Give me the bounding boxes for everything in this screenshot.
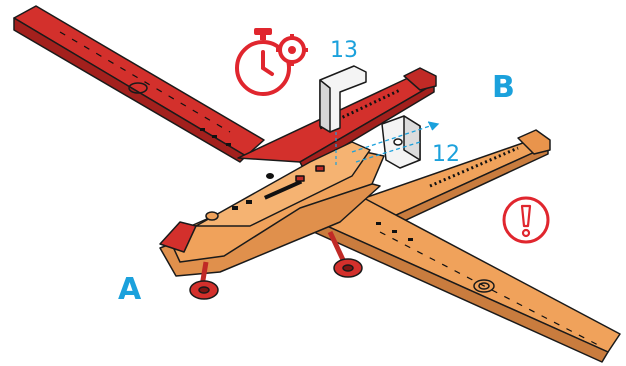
- step-number-13: 13: [330, 38, 358, 63]
- fuselage: [160, 142, 384, 276]
- label-b: B: [492, 70, 515, 105]
- label-a: A: [118, 272, 141, 307]
- stopwatch-gear-icon: [237, 28, 308, 94]
- step-number-12: 12: [432, 142, 460, 167]
- part-12-connector: [382, 116, 420, 168]
- exclamation-circle-icon: [504, 198, 548, 242]
